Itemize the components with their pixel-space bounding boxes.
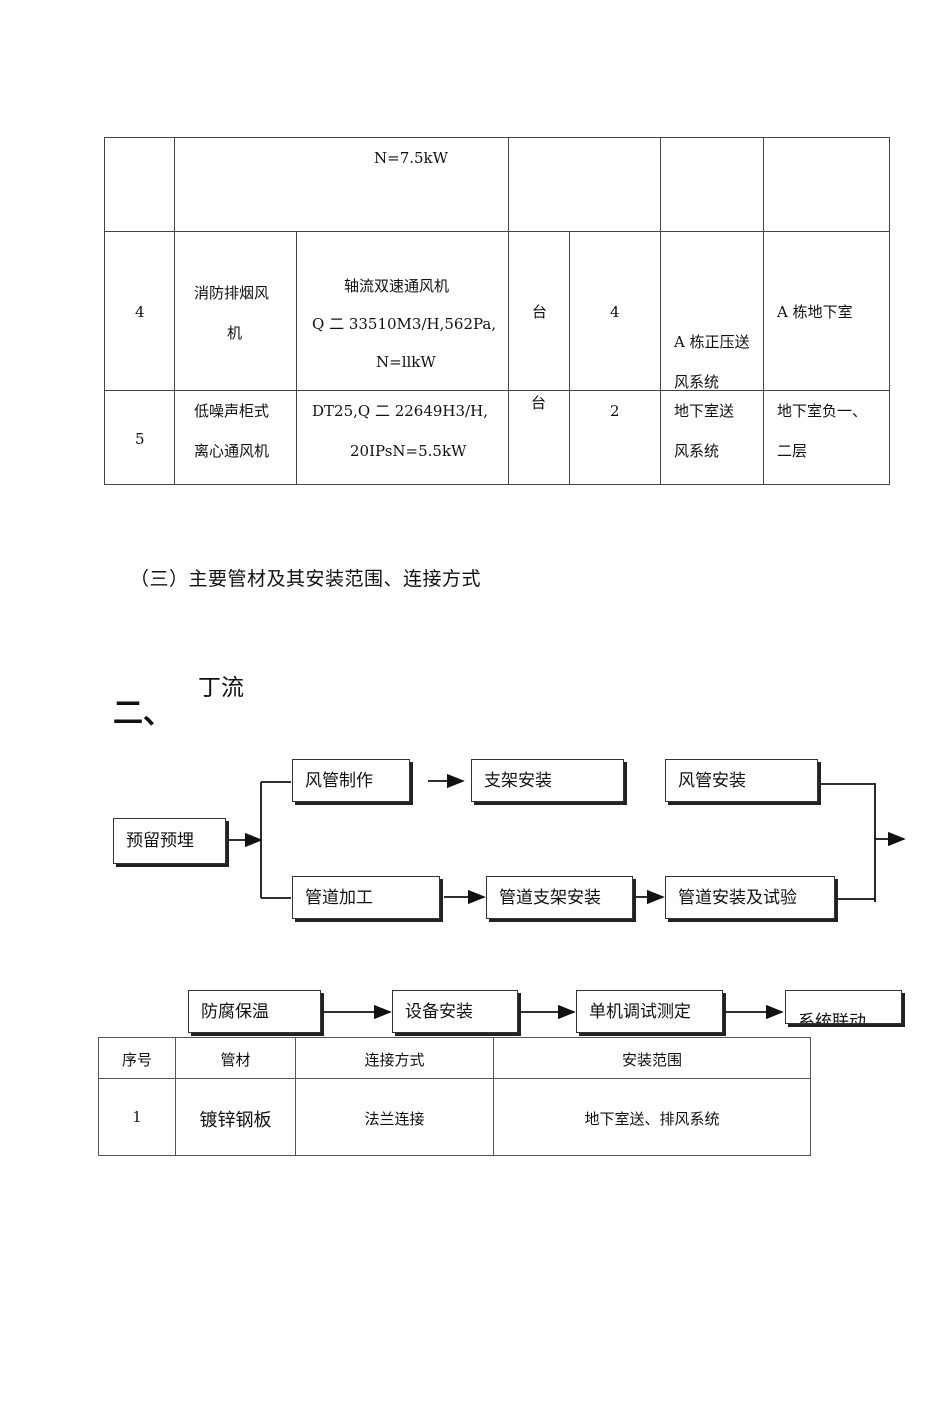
flow-step-label: 管道安装及试验	[678, 887, 797, 908]
unit-text: 台	[531, 394, 547, 412]
quantity-text: 2	[610, 402, 620, 420]
flow-step-label: 支架安装	[484, 770, 552, 791]
row-number: 1	[132, 1108, 142, 1126]
table-cell	[763, 390, 890, 485]
equipment-spec: DT25,Q 二 22649H3/H,	[312, 402, 488, 420]
flow-step-label: 防腐保温	[201, 1001, 269, 1022]
flow-step-label: 风管制作	[305, 770, 373, 791]
flow-step-label: 系统联动	[798, 1012, 866, 1024]
quantity-text: 4	[610, 303, 620, 321]
equipment-name: 消防排烟风	[194, 284, 270, 302]
flow-connectors	[229, 773, 906, 1020]
material-text: 镀锌钢板	[199, 1110, 272, 1131]
flow-step-lower-2: 管道支架安装	[486, 876, 633, 919]
flow-step-final-1: 防腐保温	[188, 990, 321, 1033]
flow-step-label: 风管安装	[678, 770, 746, 791]
equipment-name: 离心通风机	[194, 442, 270, 460]
connection-text: 法兰连接	[364, 1110, 425, 1128]
flow-step-final-3: 单机调试测定	[576, 990, 723, 1033]
system-text: A 栋正压送	[674, 333, 750, 351]
spec-text: N=7.5kW	[374, 149, 449, 167]
range-text: 地下室送、排风系统	[584, 1110, 720, 1128]
table-cell	[493, 1078, 811, 1156]
unit-text: 台	[532, 303, 548, 321]
header-range: 安装范围	[621, 1051, 682, 1069]
flow-step-label: 预留预埋	[126, 831, 194, 851]
section2-number: 二、	[113, 696, 173, 731]
equipment-name: 低噪声柜式	[194, 402, 270, 420]
flow-step-final-4: 系统联动	[785, 990, 902, 1024]
flow-step-upper-3: 风管安装	[665, 759, 818, 802]
row-number: 5	[135, 430, 145, 448]
location-text: 二层	[777, 442, 808, 460]
flow-step-label: 单机调试测定	[589, 1001, 691, 1022]
system-text: 风系统	[674, 373, 720, 391]
header-connection: 连接方式	[364, 1051, 425, 1069]
header-no: 序号	[121, 1051, 152, 1069]
pipe-table: 序号 管材 连接方式 安装范围 1 镀锌钢板 法兰连接 地下室送、排风系统	[98, 1037, 811, 1156]
system-text: 风系统	[674, 442, 720, 460]
location-text: 地下室负一、	[777, 402, 868, 420]
equipment-table: N=7.5kW 4 消防排烟风 机 轴流双速通风机 Q 二 33510M3/H,…	[104, 137, 890, 485]
row-number: 4	[135, 303, 145, 321]
section3-heading: （三）主要管材及其安装范围、连接方式	[130, 568, 482, 590]
flow-step-label: 管道加工	[305, 887, 373, 908]
equipment-spec: Q 二 33510M3/H,562Pa,	[312, 315, 497, 333]
equipment-spec: 20IPsN=5.5kW	[350, 442, 467, 460]
system-text: 地下室送	[674, 402, 735, 420]
flow-step-start: 预留预埋	[113, 818, 226, 864]
section2-title: 丁流	[198, 675, 244, 701]
flow-step-lower-3: 管道安装及试验	[665, 876, 835, 919]
flow-step-lower-1: 管道加工	[292, 876, 440, 919]
equipment-spec: 轴流双速通风机	[344, 277, 450, 295]
equipment-name: 机	[227, 324, 243, 342]
flow-step-upper-2: 支架安装	[471, 759, 624, 802]
flow-step-label: 设备安装	[405, 1001, 473, 1022]
flow-step-label: 管道支架安装	[499, 887, 601, 908]
flow-step-final-2: 设备安装	[392, 990, 518, 1033]
header-material: 管材	[220, 1051, 251, 1069]
flow-step-upper-1: 风管制作	[292, 759, 410, 802]
equipment-spec: N=llkW	[376, 353, 436, 371]
location-text: A 栋地下室	[777, 303, 853, 321]
